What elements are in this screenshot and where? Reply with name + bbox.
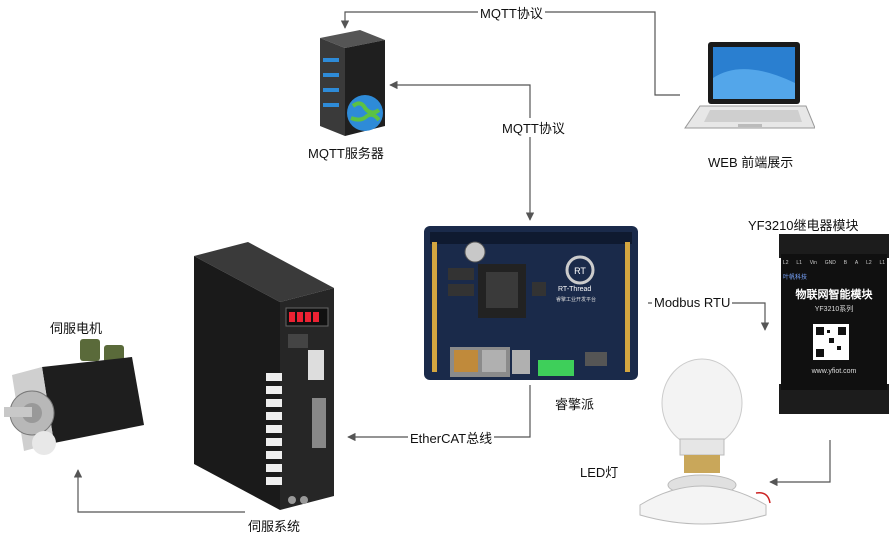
- relay-url: www.yfiot.com: [811, 368, 857, 375]
- svg-text:RT: RT: [574, 266, 586, 276]
- web-display-label: WEB 前端展示: [708, 155, 794, 170]
- edge-web-to-server: [340, 11, 680, 96]
- relay-module-label: YF3210继电器模块: [748, 218, 859, 233]
- edge-servo-motor: [73, 469, 245, 513]
- edge-relay-led: [769, 440, 831, 487]
- relay-title: 物联网智能模块: [795, 289, 873, 301]
- led-bulb-icon: [636, 355, 771, 535]
- edge-label-ethercat: EtherCAT总线: [408, 428, 495, 447]
- ruiqing-board-label: 睿擎派: [555, 397, 595, 412]
- edge-label-top-mqtt: MQTT协议: [478, 3, 545, 22]
- edge-board-server: [389, 80, 535, 221]
- led-lamp-label: LED灯: [580, 465, 619, 480]
- board-sub-text: 睿擎工业开发平台: [556, 297, 597, 303]
- rt-thread-board: RT RT-Thread 睿擎工业开发平台: [420, 222, 642, 389]
- board-brand-text: RT-Thread: [558, 286, 592, 293]
- edge-label-modbus: Modbus RTU: [652, 295, 733, 310]
- laptop-icon: [680, 38, 816, 143]
- relay-maker: 叶帆科技: [783, 275, 808, 281]
- servo-motor-label: 伺服电机: [50, 321, 103, 336]
- edge-label-mid-mqtt: MQTT协议: [500, 118, 567, 137]
- servo-system-label: 伺服系统: [248, 519, 301, 534]
- server-icon: [305, 28, 390, 143]
- relay-model: YF3210系列: [814, 306, 854, 313]
- mqtt-server-label: MQTT服务器: [308, 146, 384, 161]
- servo-motor: [2, 335, 150, 465]
- servo-drive: [190, 238, 340, 518]
